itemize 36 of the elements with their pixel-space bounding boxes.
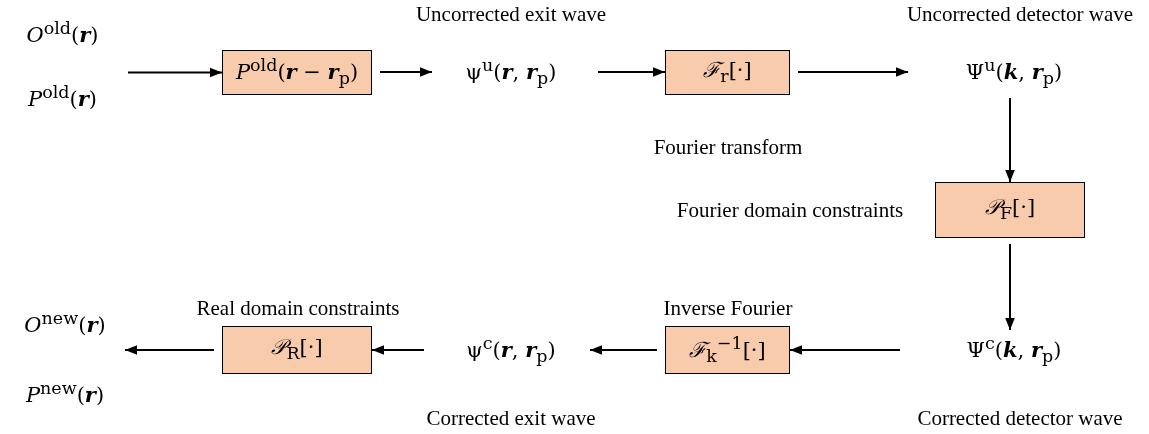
process-box — [222, 50, 372, 95]
arrow — [797, 67, 909, 77]
process-box — [935, 182, 1085, 238]
formula-label: ℱ$_{k}$$^{−1}$[·] — [689, 332, 766, 368]
process-box — [665, 326, 790, 374]
formula-label: Ψ$^{c}$(k, r$_{p}$) — [966, 332, 1062, 368]
formula-label: 𝒫$_{F}$[·] — [984, 195, 1036, 225]
node-label: Fourier transform — [653, 135, 803, 160]
arrow — [127, 67, 223, 78]
formula-label: O$^{new}$(r) — [24, 308, 106, 339]
node-label: Real domain constraints — [196, 296, 400, 321]
arrow — [379, 67, 433, 77]
formula-label: P$^{old}$(r − r$_{p}$) — [235, 55, 359, 90]
formula-label: Ψ$^{u}$(k, r$_{p}$) — [965, 54, 1063, 90]
arrow — [1005, 97, 1015, 183]
arrow — [124, 345, 215, 355]
node-label: Inverse Fourier — [663, 296, 793, 321]
arrow — [597, 67, 666, 77]
node-label: Uncorrected exit wave — [415, 2, 607, 27]
process-box — [665, 50, 790, 95]
node-label: Corrected detector wave — [917, 406, 1123, 431]
arrow — [1005, 243, 1015, 331]
process-box — [222, 326, 372, 374]
formula-label: P$^{new}$(r) — [25, 377, 105, 408]
formula-label: P$^{old}$(r) — [28, 81, 97, 112]
formula-label: O$^{old}$(r) — [26, 18, 99, 49]
arrow — [789, 345, 901, 355]
node-label: Uncorrected detector wave — [906, 2, 1134, 27]
node-label: Corrected exit wave — [426, 406, 596, 431]
arrow — [371, 345, 425, 355]
node-label: Fourier domain constraints — [676, 198, 904, 223]
formula-label: 𝒫$_{R}$[·] — [271, 335, 323, 365]
formula-label: ℱ$_{r}$[·] — [703, 57, 752, 88]
formula-label: ψ$^{c}$(r, r$_{p}$) — [466, 332, 556, 368]
formula-label: ψ$^{u}$(r, r$_{p}$) — [465, 54, 557, 90]
arrow — [589, 345, 658, 355]
